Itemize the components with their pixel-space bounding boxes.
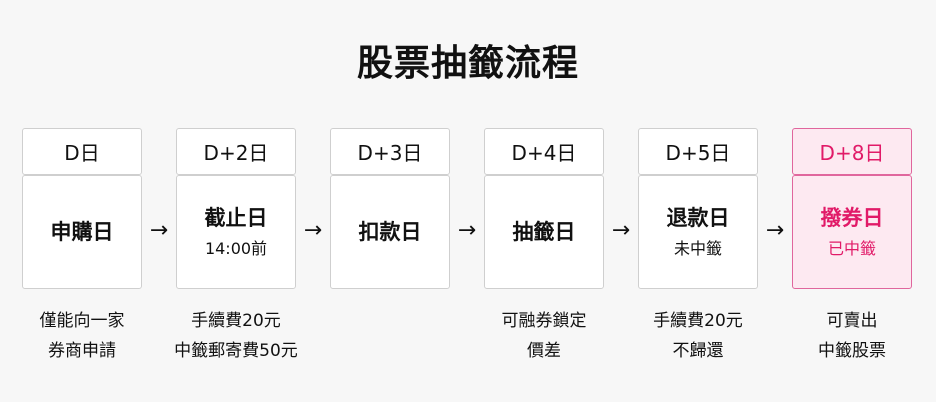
note-line: 可融券鎖定 [501, 311, 587, 331]
step-note: 可融券鎖定 價差 [464, 306, 624, 366]
step-day-label: D+8日 [792, 128, 912, 175]
step-card: 退款日 未中籤 [638, 175, 758, 289]
note-line: 不歸還 [672, 341, 724, 361]
step-allocation: D+8日 撥券日 已中籤 [792, 128, 912, 289]
step-subtitle: 未中籤 [673, 239, 722, 258]
step-day-label: D日 [22, 128, 142, 175]
step-day-label: D+5日 [638, 128, 758, 175]
step-refund: D+5日 退款日 未中籤 [638, 128, 758, 289]
step-title: 扣款日 [358, 220, 422, 244]
step-card: 截止日 14:00前 [176, 175, 296, 289]
note-line: 可賣出 [826, 311, 878, 331]
note-line: 中籤郵寄費50元 [174, 341, 298, 361]
step-note: 手續費20元 中籤郵寄費50元 [156, 306, 316, 366]
step-deadline: D+2日 截止日 14:00前 [176, 128, 296, 289]
arrow-icon: → [457, 218, 477, 243]
note-line: 中籤股票 [818, 341, 886, 361]
arrow-icon: → [611, 218, 631, 243]
step-note: 手續費20元 不歸還 [618, 306, 778, 366]
step-subtitle: 14:00前 [204, 239, 268, 258]
note-line: 價差 [527, 341, 561, 361]
step-card: 扣款日 [330, 175, 450, 289]
step-subtitle: 已中籤 [827, 239, 876, 258]
step-deduction: D+3日 扣款日 [330, 128, 450, 289]
step-day-label: D+4日 [484, 128, 604, 175]
step-title: 撥券日 [820, 206, 884, 230]
step-card: 申購日 [22, 175, 142, 289]
note-line: 手續費20元 [191, 311, 281, 331]
step-card: 撥券日 已中籤 [792, 175, 912, 289]
arrow-icon: → [765, 218, 785, 243]
step-day-label: D+3日 [330, 128, 450, 175]
step-lottery: D+4日 抽籤日 [484, 128, 604, 289]
step-title: 申購日 [50, 220, 114, 244]
arrow-icon: → [149, 218, 169, 243]
diagram-title: 股票抽籤流程 [356, 43, 579, 84]
note-line: 僅能向一家 [39, 311, 125, 331]
note-line: 手續費20元 [653, 311, 743, 331]
step-card: 抽籤日 [484, 175, 604, 289]
step-note: 僅能向一家 券商申請 [2, 306, 162, 366]
step-subscription: D日 申購日 [22, 128, 142, 289]
arrow-icon: → [303, 218, 323, 243]
note-line: 券商申請 [48, 341, 116, 361]
step-title: 退款日 [666, 206, 730, 230]
step-note: 可賣出 中籤股票 [772, 306, 932, 366]
step-title: 截止日 [204, 206, 268, 230]
step-day-label: D+2日 [176, 128, 296, 175]
step-title: 抽籤日 [512, 220, 576, 244]
